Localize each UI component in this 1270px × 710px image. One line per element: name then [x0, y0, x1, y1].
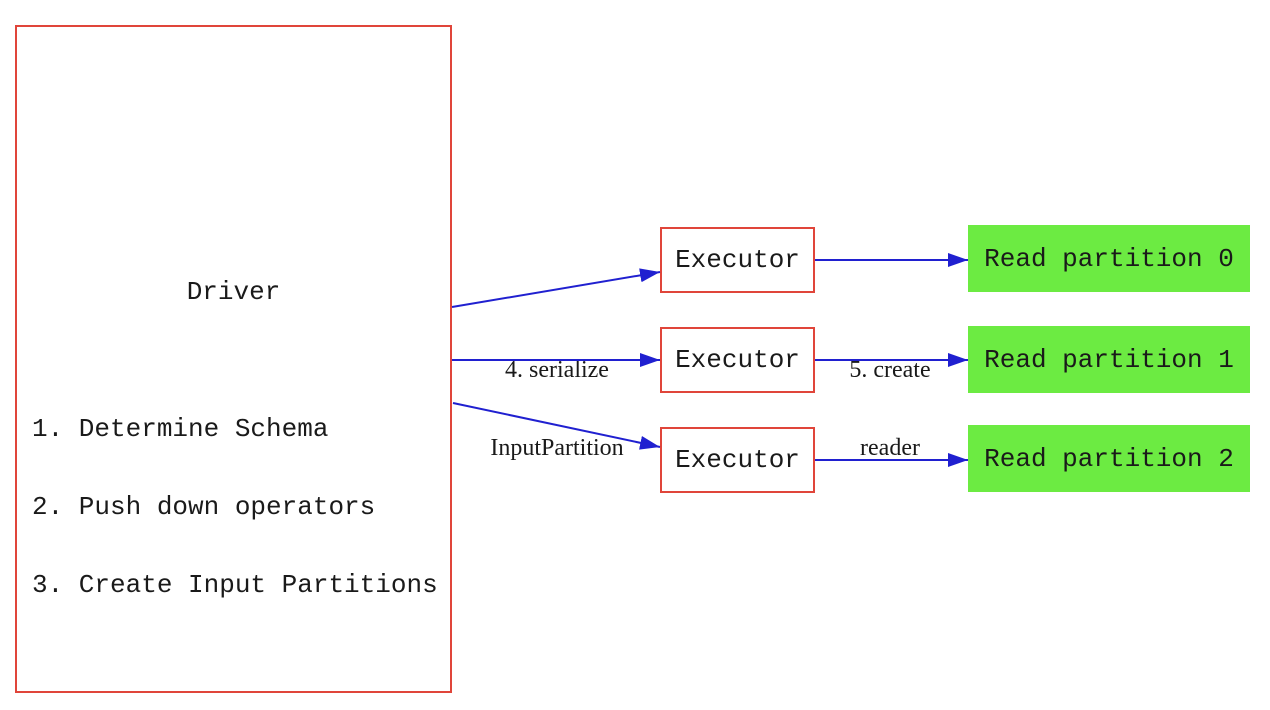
read-partition-box: Read partition 1 [968, 326, 1250, 393]
driver-title: Driver [186, 277, 281, 307]
arrow-driver-to-executor-1 [451, 268, 661, 308]
driver-step: 1. Determine Schema [32, 414, 329, 444]
read-partition-box: Read partition 0 [968, 225, 1250, 292]
create-reader-label-line1: 5. create [849, 357, 931, 383]
serialize-label-line1: 4. serialize [505, 357, 609, 383]
driver-steps-list: 1. Determine Schema 2. Push down operato… [32, 364, 438, 650]
driver-step: 2. Push down operators [32, 492, 376, 522]
read-partition-box: Read partition 2 [968, 425, 1250, 492]
serialize-label: 4. serialize InputPartition [457, 305, 657, 513]
create-reader-label: 5. create reader [810, 305, 970, 513]
executor-box: Executor [660, 427, 815, 493]
driver-step: 3. Create Input Partitions [32, 570, 438, 600]
executor-box: Executor [660, 327, 815, 393]
serialize-label-line2: InputPartition [490, 435, 624, 461]
executor-box: Executor [660, 227, 815, 293]
driver-box: Driver 1. Determine Schema 2. Push down … [15, 25, 452, 693]
create-reader-label-line2: reader [860, 435, 920, 461]
